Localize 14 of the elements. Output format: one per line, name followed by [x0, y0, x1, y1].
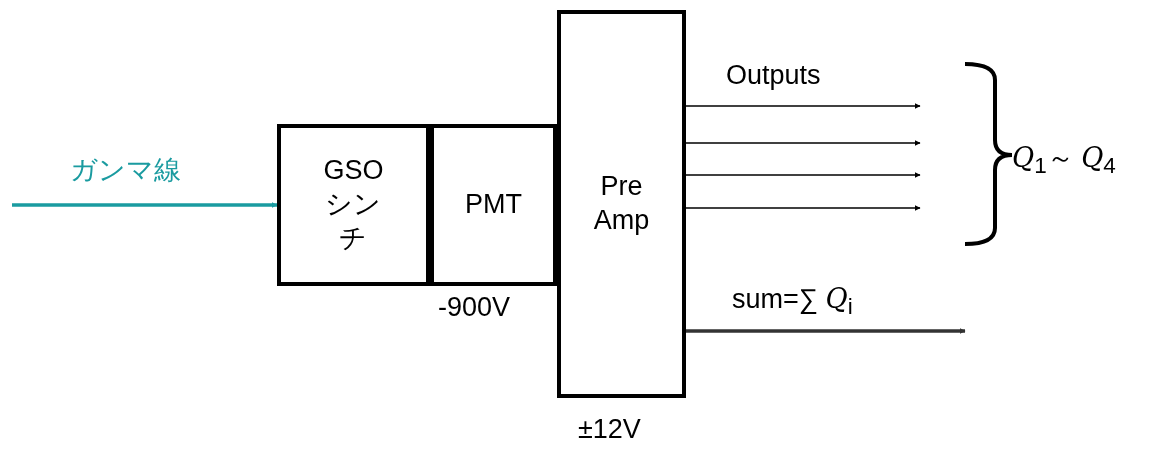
process-box — [277, 124, 430, 286]
voltage-label: ±12V — [578, 414, 641, 445]
arrow — [685, 172, 921, 178]
block-label: GSO シンチ — [323, 154, 384, 255]
block-label: PMT — [465, 188, 522, 222]
arrow — [12, 202, 278, 208]
charge-range-label: Q$_{1}$～ Q$_{4}$ — [1012, 141, 1116, 180]
arrow — [685, 140, 921, 146]
arrow — [686, 328, 966, 334]
block-label: Pre Amp — [593, 170, 650, 237]
arrow — [685, 205, 921, 211]
voltage-label: -900V — [438, 292, 511, 323]
outputs-label: Outputs — [726, 60, 821, 91]
arrow — [685, 103, 921, 109]
